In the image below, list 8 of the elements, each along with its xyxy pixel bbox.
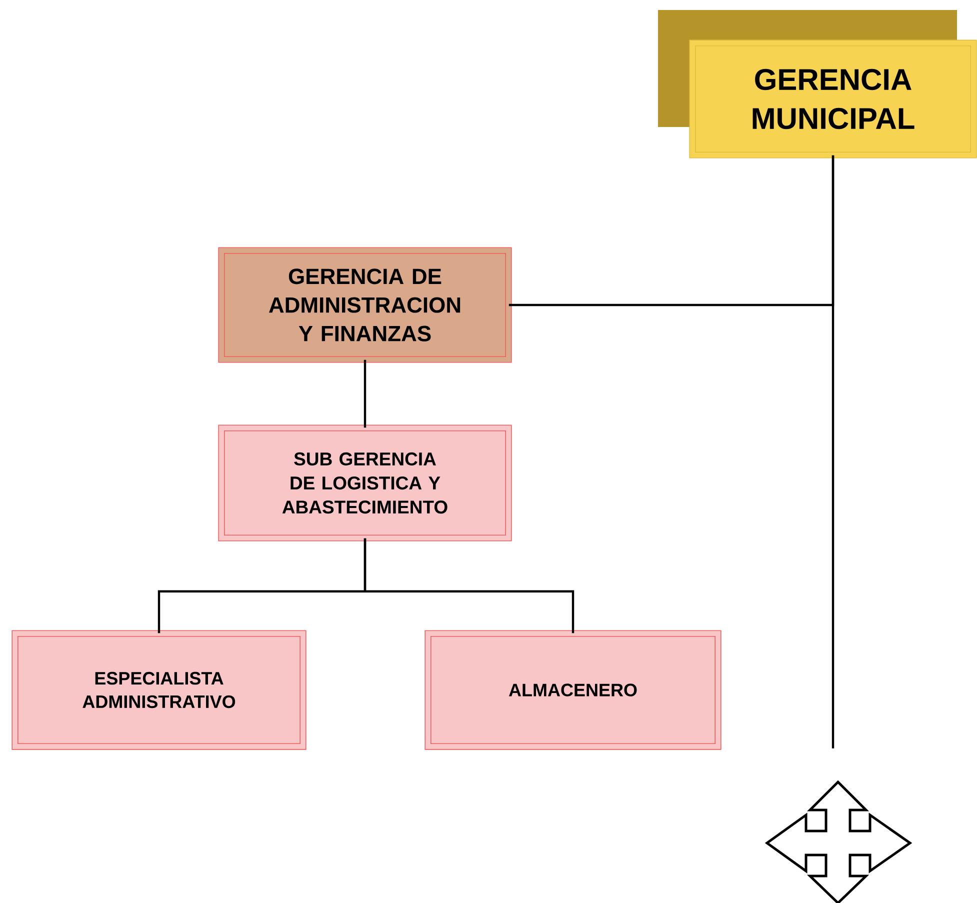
connector-line (832, 155, 834, 748)
department-box: SUB GERENCIA DE LOGISTICA Y ABASTECIMIENTO (218, 424, 512, 542)
department-box: GERENCIA DE ADMINISTRACION Y FINANZAS (218, 247, 512, 363)
connector-line (364, 538, 574, 634)
position-box: ESPECIALISTA ADMINISTRATIVO (12, 630, 306, 750)
position-box: ALMACENERO (424, 630, 722, 750)
title-box: GERENCIA MUNICIPAL (689, 40, 977, 158)
connector-line (364, 360, 366, 428)
